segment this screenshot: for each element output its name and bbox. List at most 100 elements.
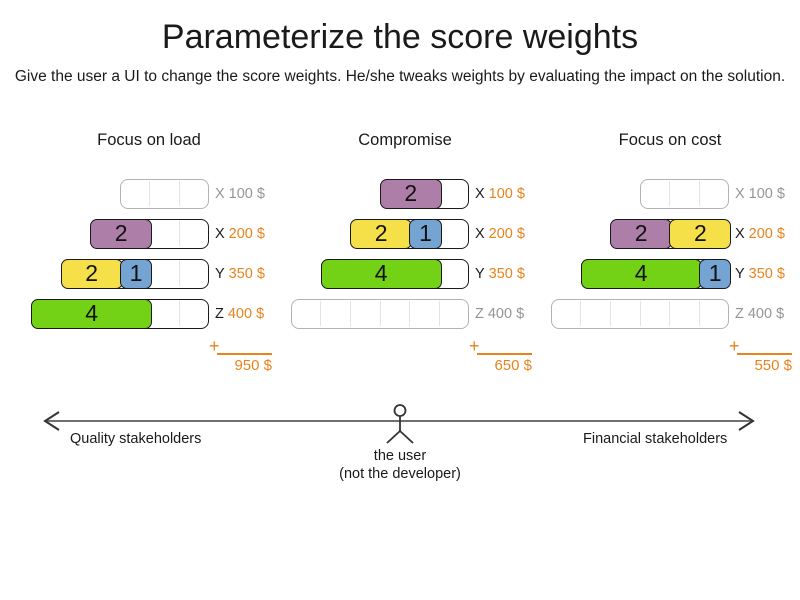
capacity-gridline: [669, 301, 671, 326]
weight-block-value: 2: [404, 180, 418, 206]
cost-value: 350 $: [748, 266, 785, 282]
cost-value: 400 $: [487, 306, 525, 322]
capacity-gridline: [178, 221, 180, 246]
sum-total: 950 $: [234, 357, 272, 374]
page-title: Parameterize the score weights: [161, 18, 639, 56]
sum-total: 650 $: [494, 357, 532, 374]
sum-line: [217, 353, 272, 355]
capacity-box: 2: [379, 178, 469, 209]
cost-value: 400 $: [227, 306, 265, 322]
weight-block-green: 4: [320, 258, 442, 289]
capacity-box: 4: [320, 258, 469, 289]
axis-left-arrowhead-icon: [43, 411, 60, 431]
capacity-gridline: [178, 301, 180, 326]
cost-value: 200 $: [228, 226, 265, 242]
cost-value: 350 $: [228, 266, 265, 282]
weight-block-value: 2: [114, 220, 128, 246]
weight-block-value: 1: [419, 220, 432, 246]
capacity-gridline: [698, 301, 700, 326]
weight-block-value: 4: [634, 260, 648, 286]
weight-block-blue: 1: [409, 218, 442, 249]
capacity-gridline: [350, 301, 352, 326]
weight-block-value: 4: [85, 300, 98, 326]
sum-line: [477, 353, 532, 355]
capacity-gridline: [639, 301, 641, 326]
weight-block-value: 2: [693, 220, 707, 246]
capacity-gridline: [669, 181, 671, 206]
scenario-heading: Focus on load: [97, 131, 201, 149]
capacity-box: [120, 179, 209, 209]
computer-letter: Y: [735, 266, 745, 282]
computer-letter: Y: [475, 266, 485, 282]
weight-block-value: 2: [634, 220, 648, 246]
capacity-gridline: [178, 261, 180, 286]
weight-block-yellow: 2: [60, 258, 123, 289]
cost-value: 100 $: [748, 186, 785, 202]
user-stick-figure-icon: [386, 404, 414, 444]
computer-letter: X: [475, 186, 485, 202]
weight-block-green: 4: [580, 258, 702, 289]
scenario-heading: Compromise: [358, 131, 452, 149]
weight-block-value: 1: [129, 260, 143, 286]
capacity-gridline: [409, 301, 411, 326]
sum-plus-sign: +: [469, 336, 480, 356]
capacity-box: 4: [30, 298, 209, 329]
computer-letter: X: [735, 186, 745, 202]
capacity-gridline: [580, 301, 582, 326]
sum-total: 550 $: [754, 357, 792, 374]
computer-letter: Z: [735, 306, 744, 322]
page-subtitle: Give the user a UI to change the score w…: [14, 68, 786, 85]
quality-stakeholders-label: Quality stakeholders: [70, 431, 202, 447]
computer-letter: X: [215, 186, 225, 202]
weight-block-purple: 2: [379, 178, 442, 209]
capacity-box: [291, 299, 469, 329]
computer-letter: X: [475, 226, 485, 242]
user-caption-line1: the user: [373, 448, 427, 464]
user-caption-line2: (not the developer): [339, 466, 461, 482]
weight-block-blue: 1: [698, 258, 732, 289]
capacity-gridline: [438, 301, 440, 326]
computer-letter: Y: [215, 266, 225, 282]
computer-letter: X: [735, 226, 745, 242]
weight-block-purple: 2: [610, 218, 673, 249]
cost-value: 100 $: [228, 186, 265, 202]
weight-block-blue: 1: [119, 258, 153, 289]
capacity-gridline: [149, 181, 151, 206]
sum-line: [737, 353, 792, 355]
scenario-heading: Focus on cost: [618, 131, 722, 149]
sum-plus-sign: +: [729, 336, 740, 356]
weight-block-value: 2: [85, 260, 98, 286]
cost-value: 400 $: [747, 306, 785, 322]
capacity-gridline: [698, 181, 700, 206]
cost-value: 350 $: [488, 266, 525, 282]
cost-value: 100 $: [488, 186, 525, 202]
capacity-gridline: [320, 301, 322, 326]
capacity-box: [551, 299, 729, 329]
weight-block-yellow: 2: [350, 218, 413, 249]
capacity-gridline: [379, 301, 381, 326]
sum-plus-sign: +: [209, 336, 220, 356]
cost-value: 200 $: [748, 226, 785, 242]
weight-block-value: 2: [374, 220, 388, 246]
capacity-box: 2: [90, 218, 209, 249]
capacity-gridline: [178, 181, 180, 206]
weight-block-value: 1: [708, 260, 722, 286]
financial-stakeholders-label: Financial stakeholders: [583, 431, 728, 447]
weight-block-value: 4: [374, 260, 388, 286]
